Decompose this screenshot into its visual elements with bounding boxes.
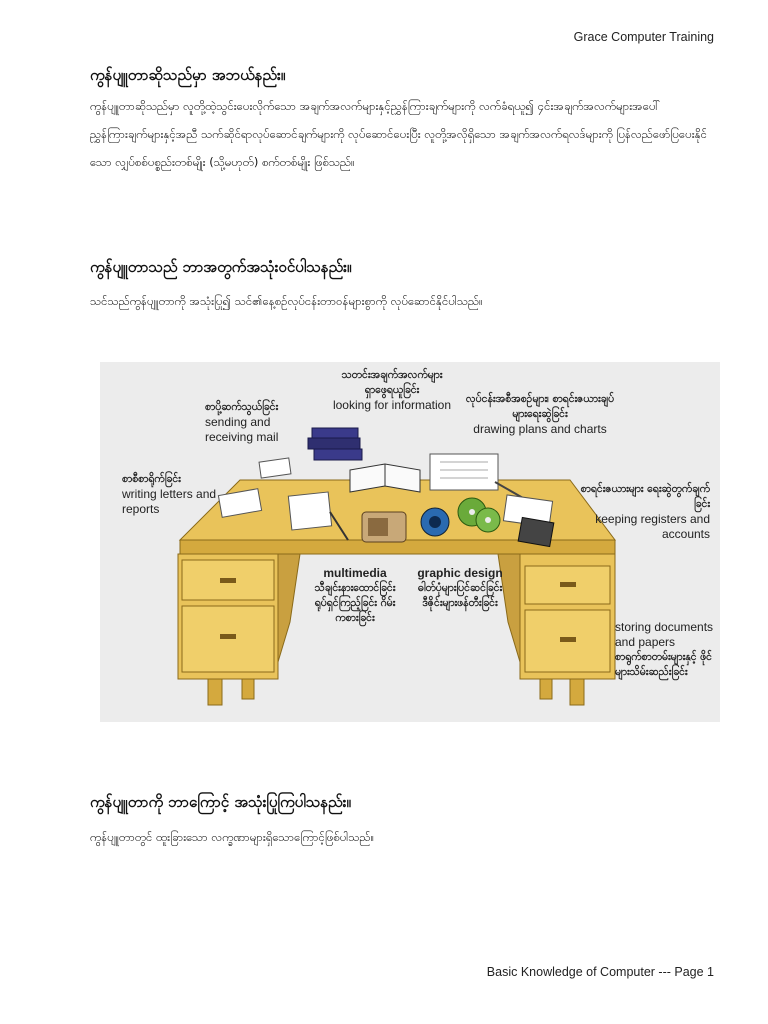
label-plans-en: drawing plans and charts — [473, 422, 607, 436]
label-multimedia: multimedia သီချင်းနားထောင်ခြင်း ရုပ်ရှင်… — [305, 566, 405, 626]
label-mail-en: sending and receiving mail — [205, 415, 279, 444]
section-body-what-is: ကွန်ပျူတာဆိုသည်မှာ လူတို့ထဲ့သွင်းပေးလိုက… — [90, 99, 707, 169]
label-storing-en: storing documents and papers — [615, 620, 714, 649]
section-heading-why: ကွန်ပျူတာကို ဘာကြောင့် အသုံးပြုကြပါသနည်း… — [90, 793, 351, 811]
label-info-my: သတင်းအချက်အလက်များ ရှာဖွေရယူခြင်း — [341, 369, 443, 396]
label-storing-my: စာရွက်စာတမ်းများနှင့် ဖိုင်များသိမ်းဆည်း… — [615, 651, 713, 678]
label-keeping-registers: စာရင်းဇယားများ ရေးဆွဲတွက်ချက်ခြင်း keepi… — [580, 482, 710, 542]
label-graphic-my: ဓါတ်ပုံများပြင်ဆင်ခြင်း ဒီဇိုင်းများဖန်တ… — [417, 582, 503, 609]
label-writing-letters: စာစီစာရိုက်ခြင်း writing letters and rep… — [122, 472, 222, 517]
label-drawing-plans: လုပ်ငန်းအစီအစဉ်များ၊ စာရင်းဇယားချပ်များရ… — [460, 392, 620, 437]
label-sending-mail: စာပို့ဆက်သွယ်ခြင်း sending and receiving… — [205, 400, 315, 445]
label-multimedia-en: multimedia — [323, 566, 387, 580]
page-header: Grace Computer Training — [573, 30, 714, 44]
label-multimedia-my: သီချင်းနားထောင်ခြင်း ရုပ်ရှင်ကြည့်ခြင်း … — [314, 582, 396, 624]
desk-drawing — [100, 362, 720, 722]
label-info-en: looking for information — [332, 398, 452, 412]
section-heading-what-is: ကွန်ပျူတာဆိုသည်မှာ အဘယ်နည်း။ — [90, 66, 286, 84]
label-graphic-design: graphic design ဓါတ်ပုံများပြင်ဆင်ခြင်း ဒ… — [410, 566, 510, 611]
label-registers-en: keeping registers and accounts — [595, 512, 710, 541]
label-mail-my: စာပို့ဆက်သွယ်ခြင်း — [205, 401, 279, 413]
label-letters-my: စာစီစာရိုက်ခြင်း — [122, 473, 181, 485]
label-looking-for-information: သတင်းအချက်အလက်များ ရှာဖွေရယူခြင်း lookin… — [332, 368, 452, 413]
label-registers-my: စာရင်းဇယားများ ရေးဆွဲတွက်ချက်ခြင်း — [580, 483, 710, 510]
section-body-why: ကွန်ပျူတာတွင် ထူးခြားသော လက္ခဏာများရှိသေ… — [90, 830, 375, 844]
label-graphic-en: graphic design — [417, 566, 503, 580]
section-heading-uses: ကွန်ပျူတာသည် ဘာအတွက်အသုံးဝင်ပါသနည်း။ — [90, 258, 352, 276]
desk-illustration: သတင်းအချက်အလက်များ ရှာဖွေရယူခြင်း lookin… — [100, 362, 720, 722]
label-letters-en: writing letters and reports — [122, 487, 217, 516]
label-storing-documents: storing documents and papers စာရွက်စာတမ်… — [615, 620, 715, 680]
section-body-uses: သင်သည်ကွန်ပျူတာကို အသုံးပြု၍ သင်၏နေ့စဉ်လ… — [90, 294, 483, 308]
label-plans-my: လုပ်ငန်းအစီအစဉ်များ၊ စာရင်းဇယားချပ်များရ… — [465, 393, 615, 420]
page-footer: Basic Knowledge of Computer --- Page 1 — [486, 965, 714, 979]
